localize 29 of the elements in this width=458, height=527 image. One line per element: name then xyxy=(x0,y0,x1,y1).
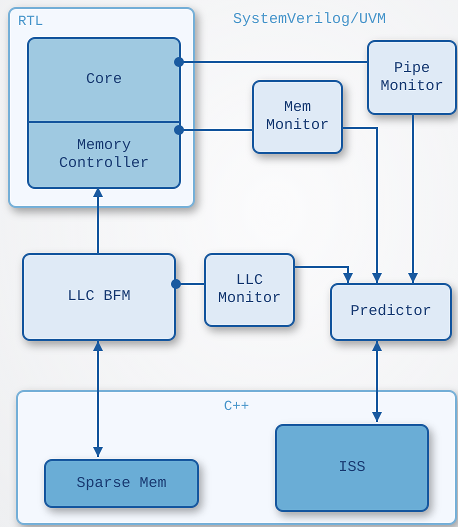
layer-label: SystemVerilog/UVM xyxy=(233,11,386,28)
block-box xyxy=(44,459,199,508)
connector-arrow xyxy=(372,341,382,422)
block-label: Mem Monitor xyxy=(264,99,330,135)
block-label: C++ xyxy=(222,398,250,416)
block-box xyxy=(252,80,343,154)
block-label: Core xyxy=(84,71,123,89)
block-box xyxy=(22,253,176,341)
block-label: RTL xyxy=(17,13,44,31)
block-box xyxy=(275,424,429,512)
block-box xyxy=(204,253,295,327)
block-label: Pipe Monitor xyxy=(379,60,444,96)
block-label: ISS xyxy=(337,459,366,477)
block-box xyxy=(27,122,181,189)
block-label: LLC Monitor xyxy=(216,272,282,308)
block-box xyxy=(367,40,457,115)
block-label: Sparse Mem xyxy=(75,474,168,492)
connector-arrow xyxy=(343,127,382,283)
connector-arrow xyxy=(408,115,418,283)
connector-arrow xyxy=(93,341,103,457)
block-box xyxy=(27,37,181,122)
group-panel xyxy=(8,7,195,208)
block-label: Memory Controller xyxy=(58,137,150,173)
connector-arrow xyxy=(295,266,353,283)
block-label: Predictor xyxy=(349,303,432,321)
group-panel xyxy=(16,390,457,525)
block-label: LLC BFM xyxy=(66,288,132,306)
block-box xyxy=(330,283,452,341)
connector-arrow xyxy=(93,187,103,253)
